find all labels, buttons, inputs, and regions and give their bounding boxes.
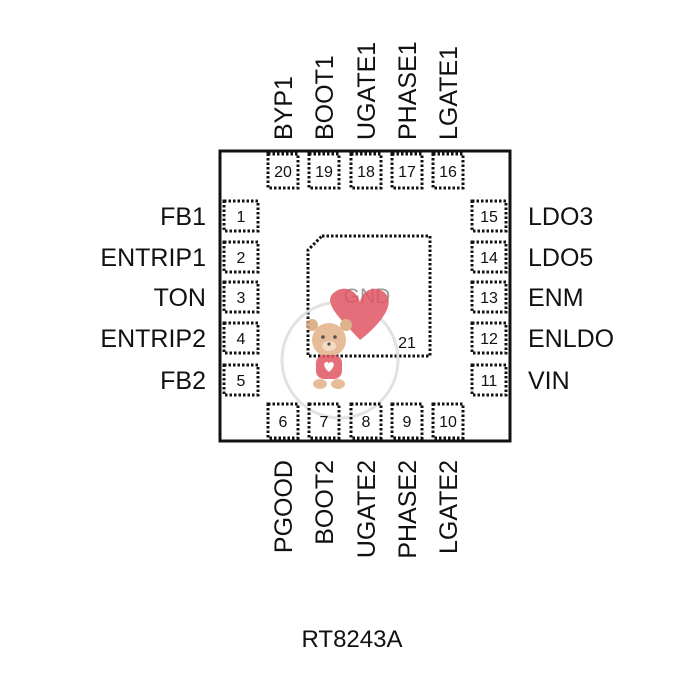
pin-label: BOOT2 bbox=[311, 460, 339, 545]
pin-label: VIN bbox=[528, 367, 570, 395]
exposed-pad-number: 21 bbox=[398, 335, 416, 352]
pin-right-11: 11 VIN bbox=[470, 363, 570, 397]
pin-top-18: 18 UGATE1 bbox=[349, 42, 383, 190]
pin-pad bbox=[431, 152, 465, 190]
pin-label: LDO5 bbox=[528, 244, 593, 272]
pin-label: PHASE2 bbox=[394, 460, 422, 559]
pin-pad bbox=[222, 280, 260, 314]
pin-pad bbox=[307, 152, 341, 190]
pin-pad bbox=[349, 152, 383, 190]
pin-number: 18 bbox=[357, 164, 375, 181]
pin-pad bbox=[266, 152, 300, 190]
pin-number: 3 bbox=[237, 290, 246, 307]
pin-label: UGATE2 bbox=[353, 460, 381, 558]
pin-label: UGATE1 bbox=[353, 42, 381, 140]
pin-pad bbox=[222, 240, 260, 274]
pin-label: PHASE1 bbox=[394, 41, 422, 140]
pin-label: FB2 bbox=[160, 367, 206, 395]
pin-pad bbox=[307, 402, 341, 440]
package-body bbox=[218, 149, 512, 443]
pin-label: ENM bbox=[528, 284, 584, 312]
pin-pad bbox=[470, 240, 508, 274]
pin-number: 13 bbox=[480, 290, 498, 307]
pin-pad bbox=[349, 402, 383, 440]
pin-pad bbox=[222, 199, 260, 233]
pin-label: LGATE1 bbox=[435, 46, 463, 140]
pin-pad bbox=[222, 363, 260, 397]
pin-number: 7 bbox=[320, 414, 329, 431]
pin-left-3: 3 TON bbox=[154, 280, 260, 314]
pin-number: 8 bbox=[362, 414, 371, 431]
pin-number: 19 bbox=[315, 164, 333, 181]
pin-number: 1 bbox=[237, 209, 246, 226]
pin-pad bbox=[266, 402, 300, 440]
pin-number: 15 bbox=[480, 209, 498, 226]
pin-number: 6 bbox=[279, 414, 288, 431]
pin-pad bbox=[390, 152, 424, 190]
pin-label: BYP1 bbox=[270, 76, 298, 140]
pin-label: FB1 bbox=[160, 203, 206, 231]
pin-pad bbox=[470, 321, 508, 355]
exposed-pad bbox=[306, 234, 432, 358]
pin-number: 14 bbox=[480, 250, 498, 267]
pin-label: TON bbox=[154, 284, 206, 312]
pin-left-5: 5 FB2 bbox=[160, 363, 260, 397]
pin-pad bbox=[222, 321, 260, 355]
pin-label: ENLDO bbox=[528, 325, 614, 353]
pin-number: 17 bbox=[398, 164, 416, 181]
pin-label: LGATE2 bbox=[435, 460, 463, 554]
pin-top-19: 19 BOOT1 bbox=[307, 55, 341, 190]
pin-pad bbox=[470, 280, 508, 314]
pin-label: BOOT1 bbox=[311, 55, 339, 140]
pin-top-16: 16 LGATE1 bbox=[431, 46, 465, 190]
pin-number: 2 bbox=[237, 250, 246, 267]
bear-watermark-icon bbox=[280, 288, 400, 420]
pin-pad bbox=[431, 402, 465, 440]
pin-pad bbox=[470, 199, 508, 233]
pin-label: ENTRIP1 bbox=[100, 244, 206, 272]
pin-right-14: 14 LDO5 bbox=[470, 240, 593, 274]
pin-pad bbox=[390, 402, 424, 440]
pin-number: 10 bbox=[439, 414, 457, 431]
pin-top-17: 17 PHASE1 bbox=[390, 41, 424, 190]
pin-label: PGOOD bbox=[270, 460, 298, 553]
pin-number: 16 bbox=[439, 164, 457, 181]
pin-number: 11 bbox=[481, 373, 498, 390]
part-number: RT8243A bbox=[302, 626, 403, 653]
pin-left-2: 2 ENTRIP1 bbox=[100, 240, 260, 274]
pin-number: 20 bbox=[274, 164, 292, 181]
pin-right-12: 12 ENLDO bbox=[470, 321, 614, 355]
pin-number: 9 bbox=[403, 414, 412, 431]
pin-number: 5 bbox=[237, 373, 246, 390]
pin-label: LDO3 bbox=[528, 203, 593, 231]
pin-right-15: 15 LDO3 bbox=[470, 199, 593, 233]
pin-left-4: 4 ENTRIP2 bbox=[100, 321, 260, 355]
pin-top-20: 20 BYP1 bbox=[266, 76, 300, 190]
pin-pad bbox=[470, 363, 508, 397]
pin-right-13: 13 ENM bbox=[470, 280, 584, 314]
pin-number: 12 bbox=[480, 331, 498, 348]
pin-left-1: 1 FB1 bbox=[160, 199, 260, 233]
pin-label: ENTRIP2 bbox=[100, 325, 206, 353]
pin-number: 4 bbox=[237, 331, 246, 348]
